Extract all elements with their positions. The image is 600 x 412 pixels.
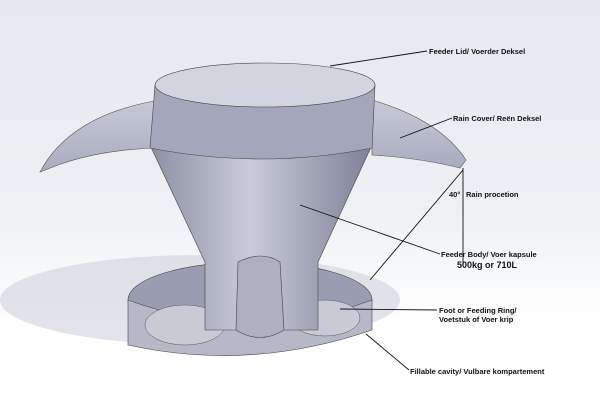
rain-cover-left: [39, 99, 161, 173]
foot-label-line1: Foot or Feeding Ring/: [439, 306, 517, 315]
feeder-lid: [154, 62, 376, 108]
rain-cover-label: Rain Cover/ Reën Deksel: [453, 114, 542, 123]
fillable-cavity-label: Fillable cavity/ Vulbare kompartement: [410, 367, 545, 376]
rain-cover-right: [371, 99, 467, 169]
rain-protection-label: Rain procetion: [466, 190, 519, 199]
capacity-label: 500kg or 710L: [457, 260, 518, 270]
leader-lines: [299, 50, 464, 371]
feed-chute: [235, 255, 285, 338]
feeder-lid-label: Feeder Lid/ Voerder Deksel: [429, 47, 526, 56]
angle-label: 40°: [449, 190, 461, 199]
foot-label-line2: Voetstuk of Voer krip: [439, 315, 514, 324]
feeder-body-label: Feeder Body/ Voer kapsule: [441, 250, 537, 259]
